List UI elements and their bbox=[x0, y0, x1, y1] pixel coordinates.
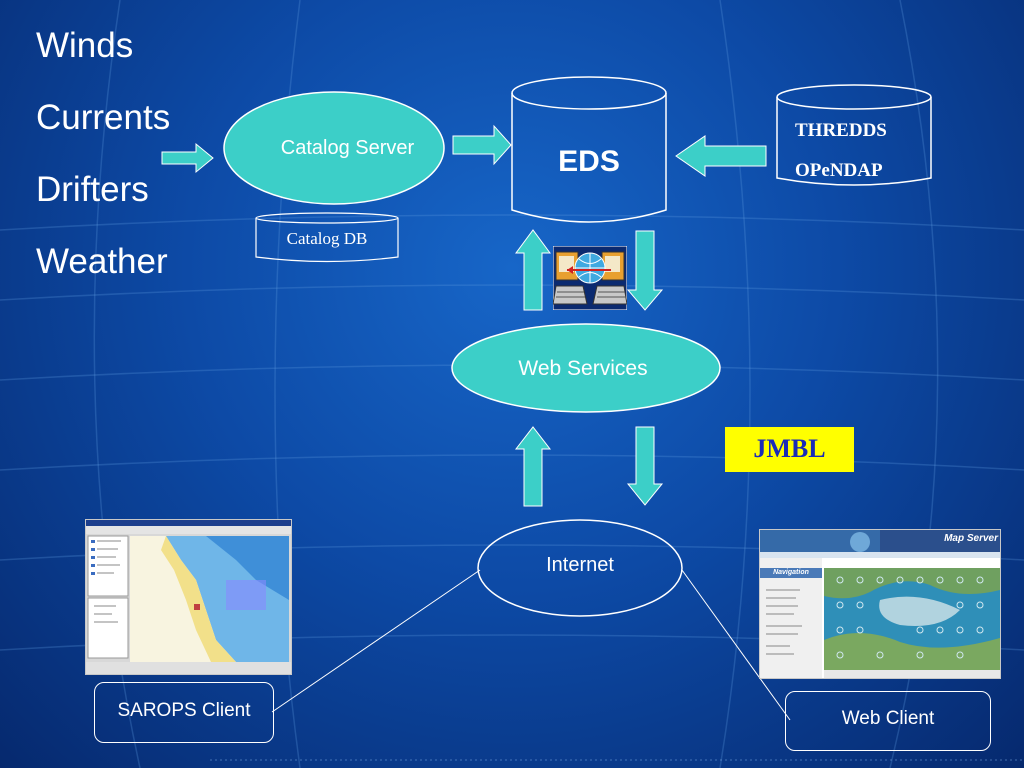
navigation-label: Navigation bbox=[773, 569, 809, 576]
opendap-label: OPeNDAP bbox=[795, 160, 883, 181]
topic-currents: Currents bbox=[36, 98, 171, 137]
arrow-internet-up-to-ws bbox=[514, 426, 552, 507]
internet-ellipse bbox=[477, 519, 683, 617]
catalog-server-ellipse bbox=[223, 91, 445, 205]
arrow-ws-up-to-eds bbox=[515, 229, 551, 311]
topic-weather: Weather bbox=[36, 242, 168, 281]
catalog-server-label: Catalog Server bbox=[280, 137, 415, 159]
web-services-ellipse bbox=[451, 323, 721, 413]
topic-winds: Winds bbox=[36, 26, 134, 65]
map-server-title: Map Server bbox=[944, 533, 998, 544]
topic-drifters: Drifters bbox=[36, 170, 149, 209]
sarops-client-box: SAROPS Client bbox=[94, 682, 274, 743]
web-client-label: Web Client bbox=[841, 708, 935, 729]
arrow-catalog-to-eds bbox=[452, 124, 512, 166]
thredds-cylinder bbox=[776, 84, 932, 186]
sarops-client-screenshot bbox=[85, 519, 292, 675]
eds-label: EDS bbox=[558, 145, 620, 178]
arrow-topics-to-catalog bbox=[161, 142, 214, 174]
thredds-label: THREDDS bbox=[795, 120, 887, 141]
sarops-client-label: SAROPS Client bbox=[117, 700, 251, 721]
line-internet-to-sarops bbox=[271, 569, 481, 713]
network-computers-icon bbox=[553, 246, 627, 310]
web-client-screenshot: Map Server Navigation bbox=[759, 529, 1001, 679]
arrow-thredds-to-eds bbox=[675, 135, 767, 177]
catalog-db-label: Catalog DB bbox=[286, 229, 368, 248]
web-services-label: Web Services bbox=[518, 357, 648, 380]
internet-label: Internet bbox=[546, 554, 614, 576]
catalog-db-cylinder bbox=[255, 212, 399, 263]
arrow-ws-down-to-internet bbox=[626, 426, 664, 506]
jmbl-box bbox=[725, 427, 854, 472]
web-client-box: Web Client bbox=[785, 691, 991, 751]
arrow-eds-down-to-ws bbox=[626, 230, 664, 311]
line-internet-to-webclient bbox=[681, 569, 791, 721]
eds-cylinder bbox=[511, 76, 667, 223]
jmbl-label: JMBL bbox=[753, 434, 826, 463]
